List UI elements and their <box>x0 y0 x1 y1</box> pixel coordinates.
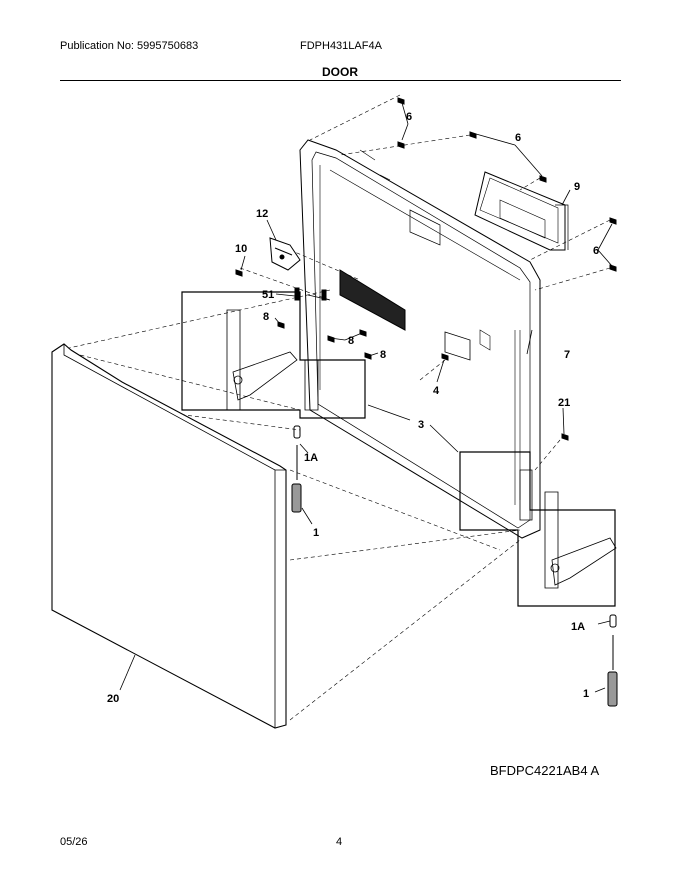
callout-51: 51 <box>262 289 274 301</box>
section-title: DOOR <box>322 65 358 79</box>
right-hinge-detail-box <box>459 451 617 607</box>
callout-21: 21 <box>558 397 570 409</box>
callout-8: 8 <box>380 349 386 361</box>
callout-1: 1 <box>583 688 589 700</box>
callout-1a: 1A <box>571 621 585 633</box>
callout-8: 8 <box>348 335 354 347</box>
hinge-springs <box>291 425 618 707</box>
outer-door-panel <box>51 343 287 729</box>
page-number: 4 <box>336 836 343 848</box>
callout-labels: 6 6 6 9 12 10 51 8 8 8 7 4 21 3 1A 1 1A … <box>107 111 599 705</box>
callout-6: 6 <box>593 245 599 257</box>
callout-7: 7 <box>564 349 570 361</box>
callout-9: 9 <box>574 181 580 193</box>
left-hinge-detail-box <box>181 291 366 419</box>
callout-8: 8 <box>263 311 269 323</box>
callout-12: 12 <box>256 208 268 220</box>
publication-number: Publication No: 5995750683 <box>60 40 199 52</box>
leader-lines <box>119 102 613 693</box>
footer-date: 05/26 <box>60 836 88 848</box>
callout-20: 20 <box>107 693 119 705</box>
callout-6: 6 <box>515 132 521 144</box>
callout-4: 4 <box>433 385 440 397</box>
callout-1: 1 <box>313 527 319 539</box>
callout-10: 10 <box>235 243 247 255</box>
control-panel <box>474 171 569 251</box>
diagram-code: BFDPC4221AB4 A <box>490 763 600 778</box>
screws <box>235 97 617 441</box>
callout-6: 6 <box>406 111 412 123</box>
header-rule <box>60 80 621 81</box>
door-latch <box>269 237 301 271</box>
callout-3: 3 <box>418 419 424 431</box>
model-number: FDPH431LAF4A <box>300 40 382 52</box>
callout-1a: 1A <box>304 452 318 464</box>
